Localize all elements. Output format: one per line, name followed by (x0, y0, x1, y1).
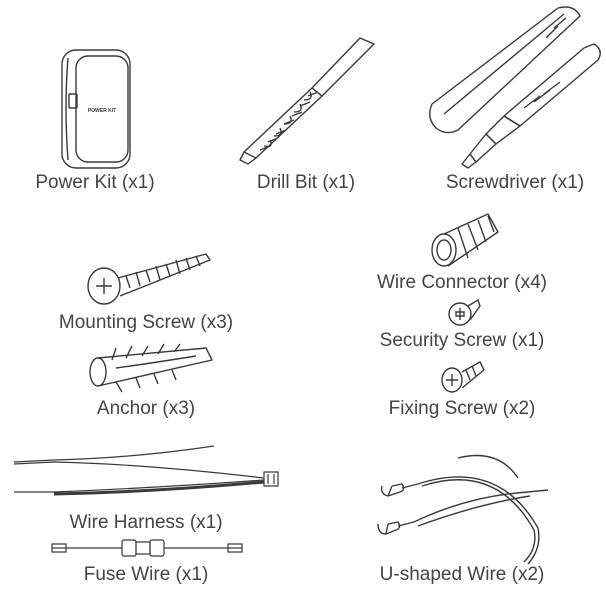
anchor-illustration (86, 342, 216, 392)
wire-harness-label: Wire Harness (x1) (69, 512, 223, 533)
power-kit-illustration: POWER KIT (58, 48, 138, 170)
wire-connector-label: Wire Connector (x4) (377, 272, 547, 293)
mounting-screw-label: Mounting Screw (x3) (58, 312, 234, 333)
security-screw-illustration (446, 296, 480, 326)
wire-connector-illustration (428, 206, 502, 270)
fixing-screw-label: Fixing Screw (x2) (388, 398, 536, 419)
u-shaped-wire-label: U-shaped Wire (x2) (379, 564, 545, 585)
screwdriver-illustration (424, 4, 606, 168)
anchor-label: Anchor (x3) (96, 398, 196, 419)
fixing-screw-illustration (440, 358, 484, 394)
drill-bit-label: Drill Bit (x1) (256, 172, 356, 193)
security-screw-label: Security Screw (x1) (379, 330, 545, 351)
screwdriver-label: Screwdriver (x1) (445, 172, 585, 193)
power-kit-device-text: POWER KIT (88, 108, 116, 114)
drill-bit-illustration (238, 34, 378, 166)
power-kit-label: Power Kit (x1) (35, 172, 155, 193)
mounting-screw-illustration (86, 248, 212, 308)
fuse-wire-label: Fuse Wire (x1) (83, 564, 209, 585)
fuse-wire-illustration (52, 536, 242, 560)
u-shaped-wire-illustration (378, 448, 550, 568)
wire-harness-illustration (14, 444, 280, 500)
